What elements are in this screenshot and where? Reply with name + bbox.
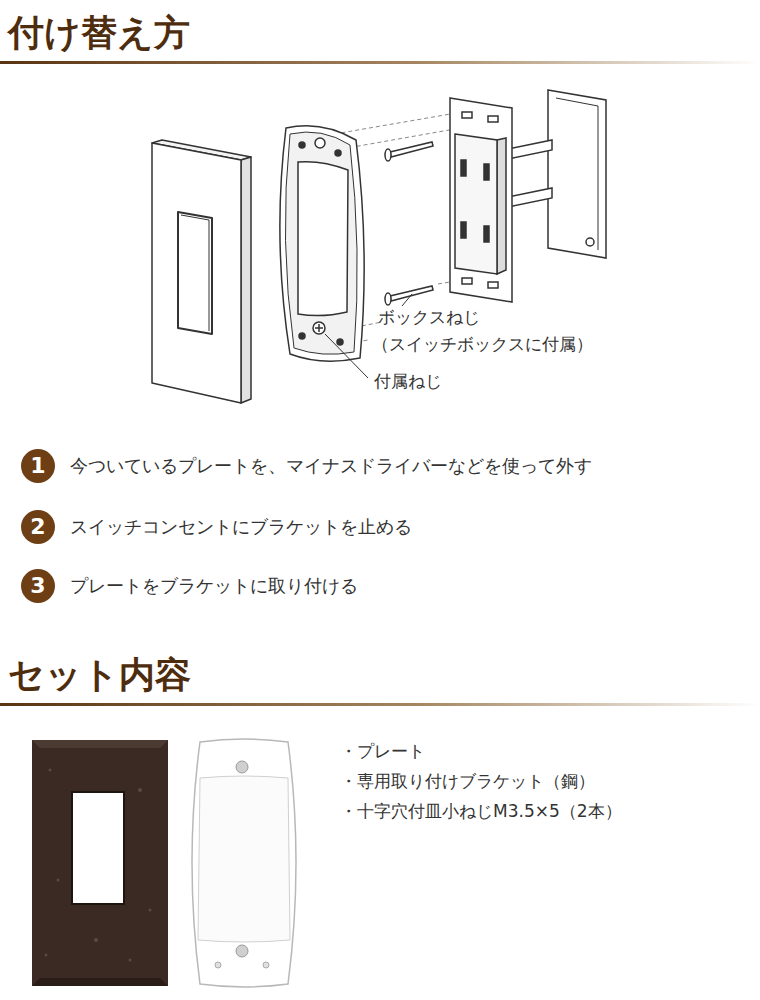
bracket-photo-window [198, 776, 290, 942]
speck [49, 769, 52, 772]
screw-head [385, 149, 391, 161]
bracket-photo [192, 739, 296, 987]
step-number-circle: 1 [21, 449, 55, 483]
speck [57, 879, 60, 882]
outlet-side [497, 138, 506, 274]
contents-item: ・専用取り付けブラケット（鋼） [340, 770, 595, 792]
bracket-photo-hole [215, 962, 221, 968]
bracket-hole [337, 339, 343, 345]
speck [129, 959, 132, 962]
bracket-rim [285, 132, 357, 354]
step-number-circle: 3 [21, 569, 55, 603]
mounting-frame [450, 98, 512, 302]
bracket-photo-screw [236, 945, 248, 957]
part-note: （スイッチボックスに付属） [372, 333, 593, 355]
bracket-outline [280, 126, 364, 361]
step-text: 今ついているプレートを、マイナスドライバーなどを使って外す [70, 454, 592, 477]
speck [138, 788, 142, 792]
product-plate [32, 740, 168, 986]
box-screws [385, 142, 433, 305]
plate-window [178, 212, 212, 334]
step-text: プレートをブラケットに取り付ける [70, 574, 358, 597]
screw-shank [390, 142, 433, 157]
bracket-hole [299, 142, 305, 148]
bracket-hole [299, 333, 305, 339]
heading-rule [0, 61, 760, 64]
bracket [280, 126, 364, 361]
switch-outlet [450, 98, 512, 302]
box-inner [556, 98, 598, 250]
contents-item: ・プレート [340, 740, 425, 762]
leader-line [325, 334, 368, 378]
plate-bevel [32, 740, 168, 748]
wall-plate [152, 140, 251, 403]
step-number: 1 [30, 455, 45, 477]
leader-line [402, 294, 412, 306]
step-number: 2 [30, 516, 45, 538]
speck [149, 909, 152, 912]
plate-photo-window [72, 792, 124, 904]
plate-bevel [32, 978, 168, 986]
outlet-slot [461, 222, 466, 238]
screw-cross [315, 324, 323, 332]
box-screw [586, 238, 594, 246]
outlet-slot [484, 226, 489, 242]
part-label: 付属ねじ [374, 370, 442, 392]
frame-slot [488, 116, 498, 122]
bracket-screw [313, 322, 325, 334]
frame-slot [462, 112, 472, 118]
bracket-hole [335, 150, 341, 156]
plate-face [152, 143, 241, 403]
part-label: ボックスねじ [378, 306, 480, 328]
section-heading: セット内容 [8, 652, 191, 699]
screw-head [385, 293, 391, 305]
outlet-body [455, 134, 497, 274]
switch-box [503, 90, 606, 258]
speck [94, 938, 98, 942]
step-text: スイッチコンセントにブラケットを止める [70, 515, 412, 538]
bracket-photo-screw [236, 761, 248, 773]
frame-slot [488, 282, 498, 288]
plate-side [241, 157, 251, 403]
plate-photo [32, 740, 168, 986]
screw-shank [390, 286, 433, 301]
box-body [548, 90, 606, 258]
section-heading: 付け替え方 [8, 10, 190, 57]
outlet-slot [484, 164, 489, 180]
contents-item: ・十字穴付皿小ねじM3.5×5（2本） [340, 800, 622, 822]
bracket-screw-hole [315, 138, 325, 148]
plate-texture [45, 769, 152, 962]
frame-slot [462, 278, 472, 284]
plate-window-edge [181, 215, 209, 331]
bracket-window [298, 162, 348, 316]
step-number: 3 [30, 575, 45, 597]
outlet-slot [461, 160, 466, 176]
bracket-photo-hole [263, 962, 269, 968]
heading-rule [0, 703, 760, 706]
speck [45, 954, 48, 957]
product-bracket [192, 739, 296, 987]
step-number-circle: 2 [21, 510, 55, 544]
